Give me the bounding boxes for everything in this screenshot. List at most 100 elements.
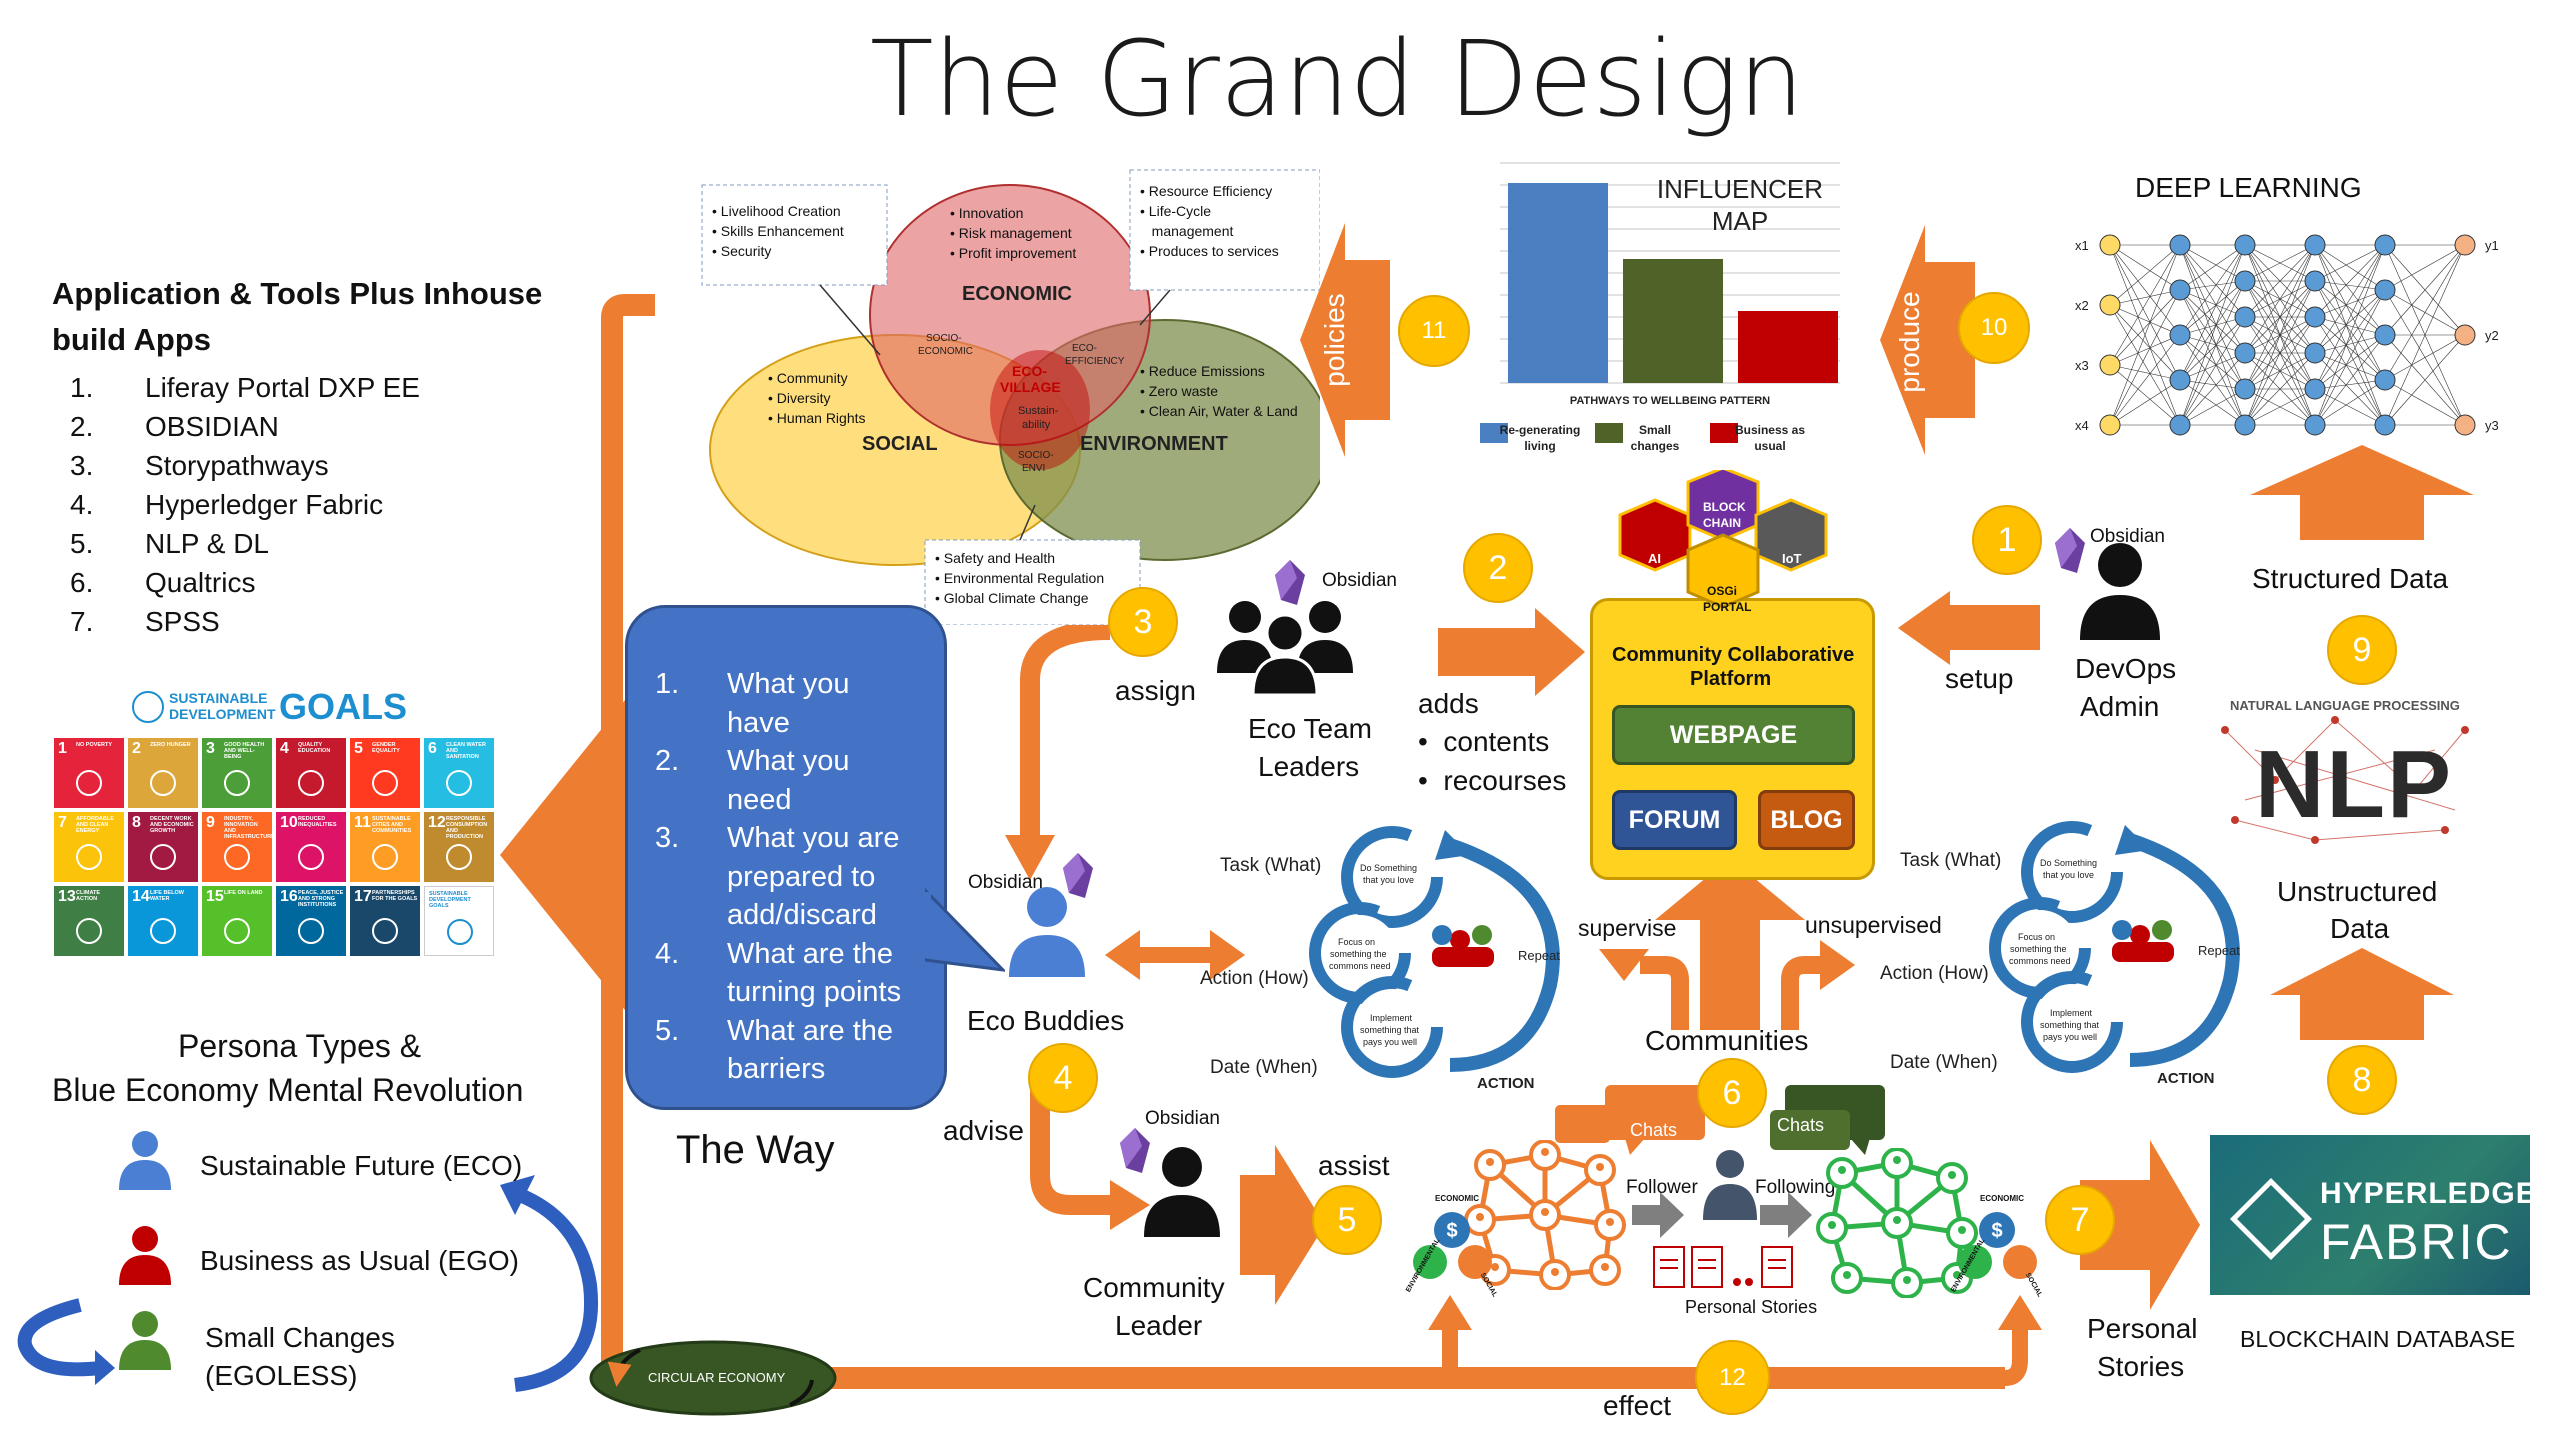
- cycle-step-text: something the: [2010, 944, 2067, 954]
- influencer-bar: [1738, 311, 1838, 383]
- nn-node: [2304, 378, 2326, 400]
- nn-node: [2304, 270, 2326, 292]
- nn-edge: [2314, 316, 2386, 336]
- personal-stories-small-label: Personal Stories: [1685, 1297, 1818, 1317]
- nn-edge: [2314, 280, 2386, 336]
- sdg-goal-label: PEACE, JUSTICE AND STRONG INSTITUTIONS: [298, 890, 344, 908]
- step-number-badge: 6: [1697, 1058, 1767, 1128]
- nn-edge: [2179, 244, 2246, 282]
- network-node-person: [1903, 1276, 1911, 1284]
- bullet-contents: • contents: [1418, 726, 1550, 757]
- cycle-date-when-label: Date (When): [1890, 1052, 1998, 1073]
- cycle-step-text: Do Something: [1360, 863, 1418, 873]
- nn-node: [2234, 414, 2256, 436]
- action-cycle-left: Task (What)Action (How)Date (When)Repeat…: [1200, 825, 1600, 1105]
- webpage-button[interactable]: WEBPAGE: [1612, 705, 1855, 765]
- way-item-text: What you are: [727, 822, 900, 854]
- forum-button[interactable]: FORUM: [1612, 790, 1737, 850]
- sdg-goal-icon: [372, 844, 398, 870]
- step-number-badge: 2: [1463, 533, 1533, 603]
- sdg-goal-number: 2: [132, 740, 141, 757]
- obsidian-gem-icon: [1275, 560, 1305, 605]
- setup-arrow: [1898, 591, 2040, 665]
- nn-edge: [2314, 289, 2386, 354]
- way-item-number: 1.: [655, 668, 680, 700]
- hex-ai-label: AI: [1648, 551, 1661, 566]
- legend-label-line2: usual: [1754, 439, 1785, 453]
- network-node-person: [1476, 1213, 1484, 1221]
- cycle-node: [2002, 910, 2078, 986]
- venn-economic-item: • Profit improvement: [950, 245, 1077, 261]
- nn-edge: [2109, 334, 2181, 426]
- nn-node: [2099, 234, 2121, 256]
- venn-box-right-item: • Produces to services: [1140, 243, 1279, 259]
- produce-arrow: [1880, 225, 1975, 455]
- cycle-step-text: commons need: [1329, 961, 1391, 971]
- nn-edge: [2179, 244, 2246, 291]
- structured-data-arrow: [2250, 445, 2474, 540]
- story-documents-icon: [1653, 1246, 1793, 1288]
- policies-arrow: [1300, 223, 1390, 457]
- nn-edge: [2109, 244, 2181, 306]
- nn-edge: [2109, 289, 2181, 306]
- cycle-person-head: [1432, 925, 1452, 945]
- osgi-hexagon: [1686, 533, 1760, 609]
- nn-edge: [2244, 244, 2316, 354]
- nn-node: [2374, 234, 2396, 256]
- sdg-goal-number: 4: [280, 740, 289, 757]
- cycle-arrows: [1989, 821, 2240, 1073]
- sdg-goal-label: QUALITY EDUCATION: [298, 742, 331, 754]
- way-item-number: 2.: [655, 745, 680, 777]
- eco-team-group-icon: [1217, 601, 1353, 695]
- sdg-goal-label: SUSTAINABLE DEVELOPMENT GOALS: [429, 891, 471, 909]
- tech-hexagons: [1618, 470, 1828, 609]
- deep-learning-title: DEEP LEARNING: [2135, 172, 2362, 203]
- apps-item-label: NLP & DL: [145, 528, 269, 559]
- assist-arrow: [1240, 1145, 1325, 1305]
- way-item-text: What are the: [727, 1014, 894, 1047]
- nn-edge: [2179, 244, 2246, 336]
- influencer-bar: [1623, 259, 1723, 383]
- venn-socio-envi: SOCIO-: [1018, 450, 1054, 461]
- step-number-badge: 5: [1312, 1185, 1382, 1255]
- influencer-subtitle: PATHWAYS TO WELLBEING PATTERN: [1570, 395, 1770, 407]
- nn-edge: [2314, 244, 2386, 381]
- network-node-person: [1828, 1221, 1836, 1229]
- nn-edge: [2179, 334, 2246, 390]
- sdg-goal-label: LIFE BELOW WATER: [150, 890, 184, 902]
- nn-edge: [2314, 244, 2386, 282]
- obsidian-gem-icon-buddies: [1063, 853, 1093, 898]
- nn-edge: [2109, 334, 2181, 366]
- network-node-person: [1596, 1163, 1604, 1171]
- sdg-goal-icon: [446, 844, 472, 870]
- policies-label: policies: [1319, 293, 1350, 387]
- cycle-ring: [2021, 971, 2123, 1073]
- nn-node: [2099, 294, 2121, 316]
- nn-edge: [2244, 244, 2316, 426]
- venn-box-left-item: • Skills Enhancement: [712, 223, 844, 239]
- sdg-goal-tile: 4 QUALITY EDUCATION: [276, 738, 346, 808]
- sdg-goal-label: AFFORDABLE AND CLEAN ENERGY: [76, 816, 114, 834]
- way-item-number: 4.: [655, 937, 680, 970]
- unstructured-data-line2: Data: [2330, 913, 2390, 944]
- nn-edge: [2179, 379, 2246, 426]
- nn-edge: [2314, 289, 2386, 426]
- left-big-arrow-head: [500, 700, 625, 1010]
- nn-node: [2374, 279, 2396, 301]
- nn-node: [2169, 324, 2191, 346]
- hex-chain-label: CHAIN: [1703, 516, 1741, 530]
- sdg-goal-number: 12: [428, 814, 446, 831]
- nn-node: [2304, 414, 2326, 436]
- legend-label-line2: changes: [1631, 439, 1680, 453]
- nn-edge: [2109, 244, 2181, 291]
- cycle-people-body: [2112, 942, 2174, 962]
- blog-button[interactable]: BLOG: [1758, 790, 1855, 850]
- nn-node: [2374, 324, 2396, 346]
- supervise-label: supervise: [1578, 915, 1677, 941]
- the-way-bubble-tail: [925, 887, 1005, 972]
- sdg-goal-number: 5: [354, 740, 363, 757]
- blog-label: BLOG: [1770, 805, 1843, 834]
- nn-node: [2454, 234, 2476, 256]
